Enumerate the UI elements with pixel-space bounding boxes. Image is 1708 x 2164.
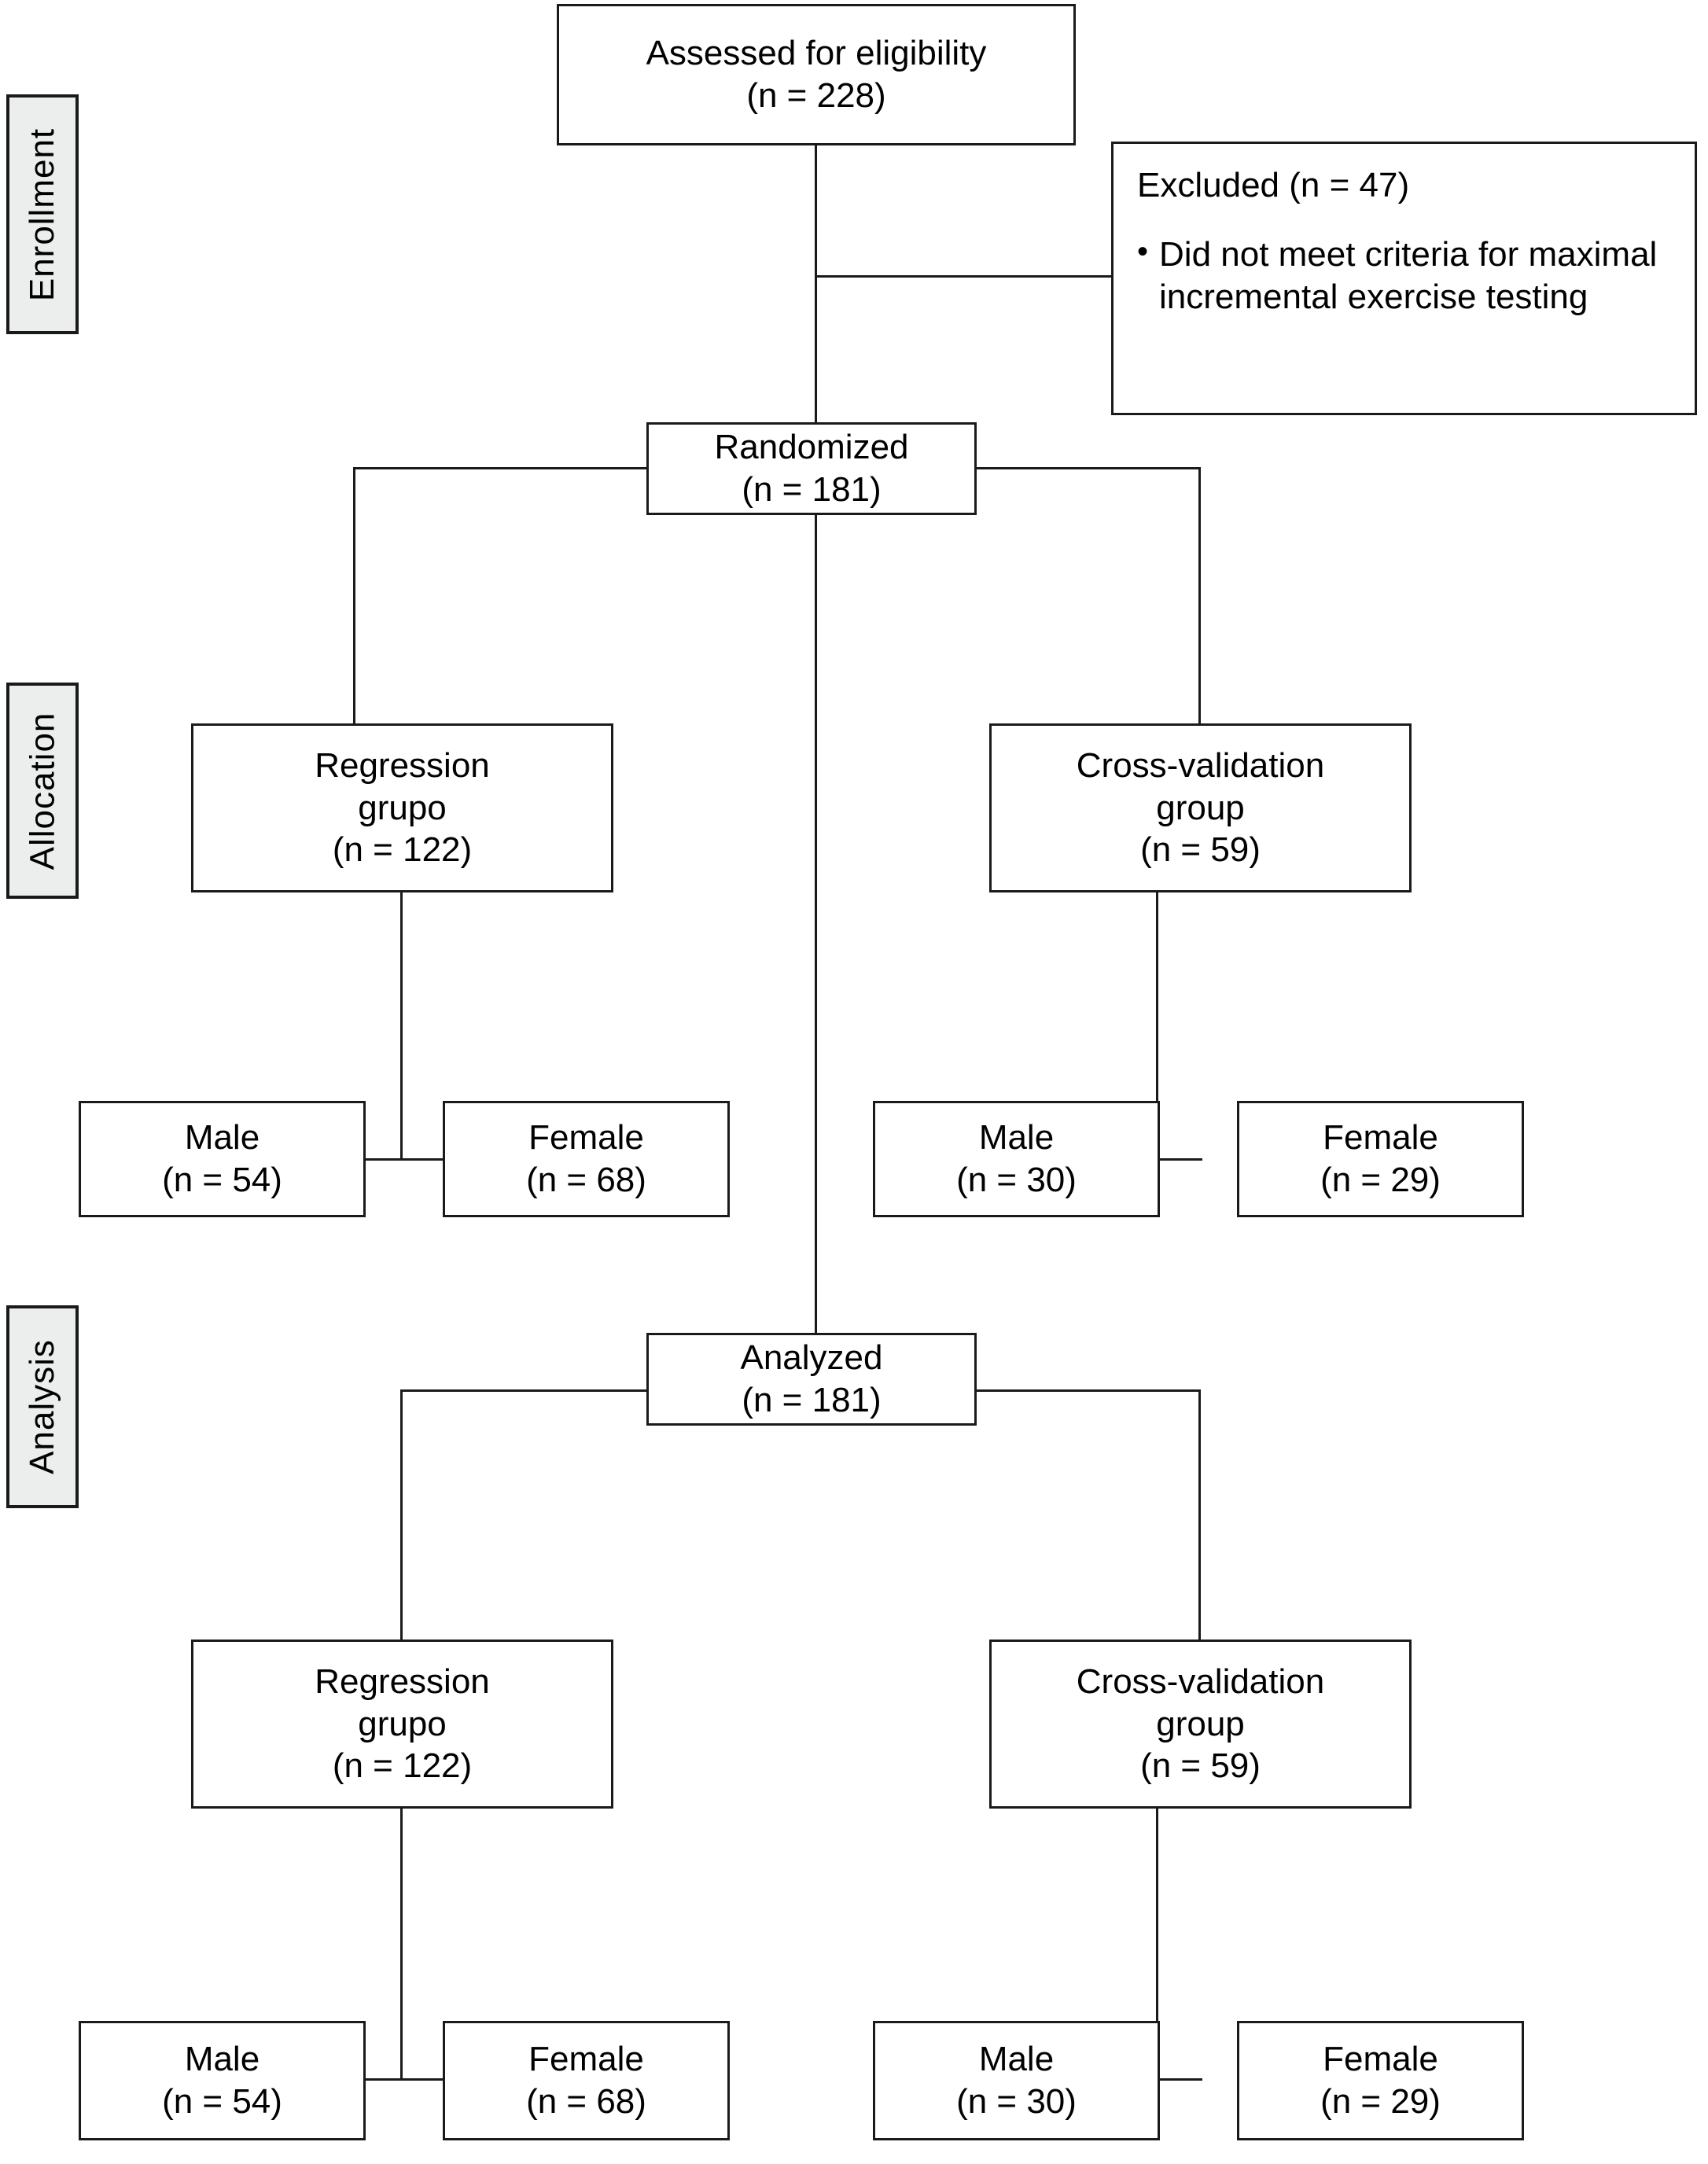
connector-ana-reg-sex-bar — [364, 2078, 447, 2081]
stage-label-analysis-text: Analysis — [23, 1339, 61, 1474]
node-ana-regression-line1: Regression — [315, 1662, 490, 1701]
node-analysis-crossval-male: Male (n = 30) — [873, 2021, 1160, 2140]
node-alloc-regression-line2: grupo — [358, 788, 447, 827]
stage-label-allocation-text: Allocation — [23, 712, 61, 870]
stage-label-enrollment-text: Enrollment — [23, 127, 61, 301]
connector-randomized-to-analyzed — [815, 515, 817, 1333]
node-alloc-cv-male-line2: (n = 30) — [956, 1161, 1077, 1199]
node-ana-crossval-line1: Cross-validation — [1076, 1662, 1325, 1701]
node-alloc-crossval-line3: (n = 59) — [1140, 830, 1261, 870]
node-ana-reg-male-line2: (n = 54) — [162, 2082, 282, 2121]
node-ana-reg-female-line1: Female — [528, 2040, 644, 2079]
node-ana-reg-male-line1: Male — [184, 2040, 260, 2079]
connector-alloc-left-drop — [353, 467, 355, 723]
connector-alloc-right-drop — [1198, 467, 1201, 723]
connector-alloc-split-right — [815, 467, 1201, 469]
connector-alloc-cv-sex-bar — [1120, 1158, 1202, 1161]
connector-ana-right-drop — [1198, 1389, 1201, 1641]
node-excluded-bullet-item: • Did not meet criteria for maximal incr… — [1137, 234, 1671, 319]
node-analysis-regression-female: Female (n = 68) — [443, 2021, 730, 2140]
stage-label-analysis: Analysis — [6, 1305, 79, 1508]
stage-label-enrollment: Enrollment — [6, 94, 79, 334]
node-assessed-for-eligibility: Assessed for eligibility (n = 228) — [557, 4, 1076, 145]
node-randomized-line1: Randomized — [714, 428, 909, 467]
connector-alloc-reg-sex-bar — [364, 1158, 447, 1161]
connector-ana-split-right — [815, 1389, 1201, 1392]
node-ana-cv-female-line1: Female — [1323, 2040, 1438, 2079]
connector-ana-cv-to-sex — [1156, 1809, 1158, 2080]
stage-label-allocation: Allocation — [6, 683, 79, 899]
node-excluded-bullet-text: Did not meet criteria for maximal increm… — [1159, 234, 1658, 317]
node-ana-crossval-line3: (n = 59) — [1140, 1746, 1261, 1786]
connector-ana-split-left — [400, 1389, 817, 1392]
node-ana-regression-line3: (n = 122) — [332, 1746, 473, 1786]
node-ana-cv-male-line2: (n = 30) — [956, 2082, 1077, 2121]
node-randomized: Randomized (n = 181) — [646, 422, 977, 515]
connector-alloc-cv-to-sex — [1156, 892, 1158, 1160]
node-allocation-crossval-male: Male (n = 30) — [873, 1101, 1160, 1217]
node-analyzed: Analyzed (n = 181) — [646, 1333, 977, 1426]
connector-ana-reg-to-sex — [400, 1809, 403, 2080]
node-ana-regression-line2: grupo — [358, 1704, 447, 1743]
node-excluded-heading: Excluded (n = 47) — [1137, 166, 1410, 204]
node-alloc-regression-line1: Regression — [315, 745, 490, 785]
node-assessed-line1: Assessed for eligibility — [646, 34, 987, 73]
node-randomized-line2: (n = 181) — [742, 470, 882, 509]
node-alloc-crossval-line1: Cross-validation — [1076, 745, 1325, 785]
node-analysis-regression-group: Regression grupo (n = 122) — [191, 1640, 613, 1809]
node-excluded: Excluded (n = 47) • Did not meet criteri… — [1111, 142, 1697, 415]
node-allocation-crossval-female: Female (n = 29) — [1237, 1101, 1524, 1217]
node-ana-crossval-line2: group — [1156, 1704, 1245, 1743]
node-alloc-cv-female-line2: (n = 29) — [1320, 1161, 1441, 1199]
node-alloc-reg-female-line1: Female — [528, 1118, 644, 1157]
node-alloc-crossval-line2: group — [1156, 788, 1245, 827]
node-ana-cv-female-line2: (n = 29) — [1320, 2082, 1441, 2121]
node-assessed-line2: (n = 228) — [746, 76, 886, 115]
node-alloc-reg-male-line1: Male — [184, 1118, 260, 1157]
connector-trunk-to-excluded — [815, 275, 1113, 278]
node-analyzed-line2: (n = 181) — [742, 1381, 882, 1419]
connector-ana-left-drop — [400, 1389, 403, 1641]
node-allocation-regression-female: Female (n = 68) — [443, 1101, 730, 1217]
node-ana-cv-male-line1: Male — [978, 2040, 1055, 2079]
node-analysis-crossvalidation-group: Cross-validation group (n = 59) — [989, 1640, 1412, 1809]
node-alloc-reg-male-line2: (n = 54) — [162, 1161, 282, 1199]
connector-alloc-split-left — [353, 467, 817, 469]
node-alloc-reg-female-line2: (n = 68) — [526, 1161, 646, 1199]
node-ana-reg-female-line2: (n = 68) — [526, 2082, 646, 2121]
node-alloc-cv-female-line1: Female — [1323, 1118, 1438, 1157]
node-analysis-regression-male: Male (n = 54) — [79, 2021, 366, 2140]
connector-assessed-to-randomized — [815, 145, 817, 422]
node-analyzed-line1: Analyzed — [740, 1338, 883, 1378]
connector-ana-cv-sex-bar — [1120, 2078, 1202, 2081]
node-alloc-cv-male-line1: Male — [978, 1118, 1055, 1157]
bullet-icon: • — [1137, 234, 1149, 269]
node-allocation-regression-group: Regression grupo (n = 122) — [191, 723, 613, 892]
node-allocation-crossvalidation-group: Cross-validation group (n = 59) — [989, 723, 1412, 892]
node-allocation-regression-male: Male (n = 54) — [79, 1101, 366, 1217]
connector-alloc-reg-to-sex — [400, 892, 403, 1160]
node-analysis-crossval-female: Female (n = 29) — [1237, 2021, 1524, 2140]
node-alloc-regression-line3: (n = 122) — [332, 830, 473, 870]
